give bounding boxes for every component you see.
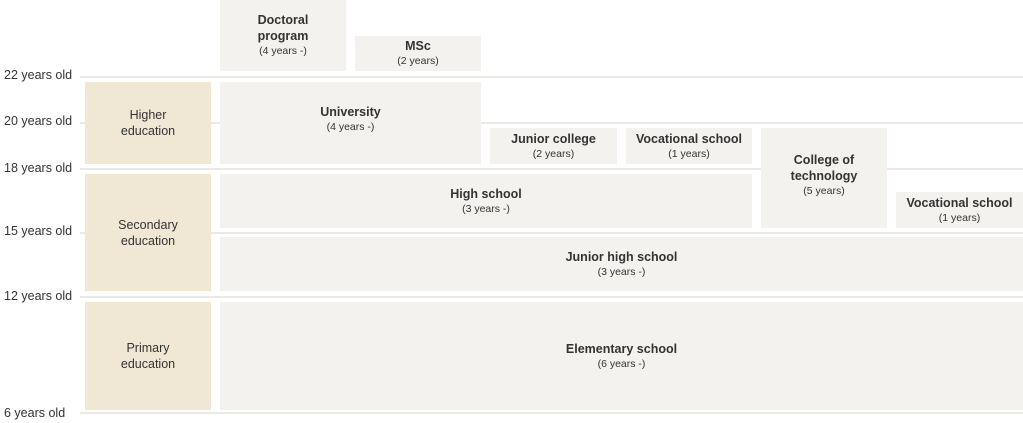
age-label: 18 years old — [4, 161, 73, 175]
age-label: 12 years old — [4, 289, 73, 303]
gridline-15 — [80, 232, 1023, 234]
school-name: Junior college — [511, 131, 596, 146]
box-vocational-school: Vocational school(1 years) — [626, 128, 752, 164]
box-junior-high-school: Junior high school(3 years -) — [220, 237, 1023, 291]
box-high-school: High school(3 years -) — [220, 174, 752, 228]
school-name: University — [320, 105, 381, 119]
category-label: Primary education — [120, 341, 176, 371]
category-secondary-education: Secondary education — [85, 174, 211, 291]
box-junior-college: Junior college(2 years) — [490, 128, 617, 164]
age-label: 22 years old — [4, 68, 73, 82]
gridline-18 — [80, 168, 1023, 170]
school-name: Vocational school — [906, 195, 1013, 210]
school-duration: (5 years) — [803, 185, 845, 197]
school-name: Junior high school — [565, 249, 678, 264]
school-name: MSc — [405, 39, 431, 53]
school-name: College of technology — [790, 153, 858, 183]
category-label: Secondary education — [118, 217, 178, 248]
gridline-6 — [80, 412, 1023, 414]
school-duration: (6 years -) — [597, 357, 646, 370]
school-duration: (4 years -) — [259, 45, 307, 57]
gridline-22 — [80, 76, 1023, 78]
school-duration: (2 years) — [532, 147, 575, 160]
gridline-20 — [80, 122, 1023, 124]
age-label: 6 years old — [4, 406, 66, 420]
box-college-of-technology: College of technology (5 years) — [761, 128, 887, 228]
box-msc: MSc (2 years) — [355, 36, 481, 71]
category-label: Higher education — [120, 108, 176, 138]
category-higher-education: Higher education — [85, 82, 211, 164]
school-duration: (2 years) — [397, 55, 439, 67]
category-primary-education: Primary education — [85, 302, 211, 410]
school-name: Doctoral program — [257, 13, 309, 43]
box-elementary-school: Elementary school(6 years -) — [220, 302, 1023, 410]
gridline-12 — [80, 296, 1023, 298]
school-name: High school — [450, 186, 522, 201]
school-name: Elementary school — [565, 341, 678, 356]
box-doctoral: Doctoral program (4 years -) — [220, 0, 346, 71]
school-duration: (3 years -) — [462, 202, 510, 215]
school-name: Vocational school — [635, 131, 743, 146]
box-university: University (4 years -) — [220, 82, 481, 164]
box-vocational-school-2: Vocational school(1 years) — [896, 192, 1023, 228]
school-duration: (4 years -) — [326, 121, 375, 133]
age-label: 20 years old — [4, 114, 73, 128]
school-duration: (1 years) — [668, 147, 710, 160]
age-label: 15 years old — [4, 224, 73, 238]
school-duration: (3 years -) — [597, 265, 646, 278]
school-duration: (1 years) — [938, 211, 981, 224]
